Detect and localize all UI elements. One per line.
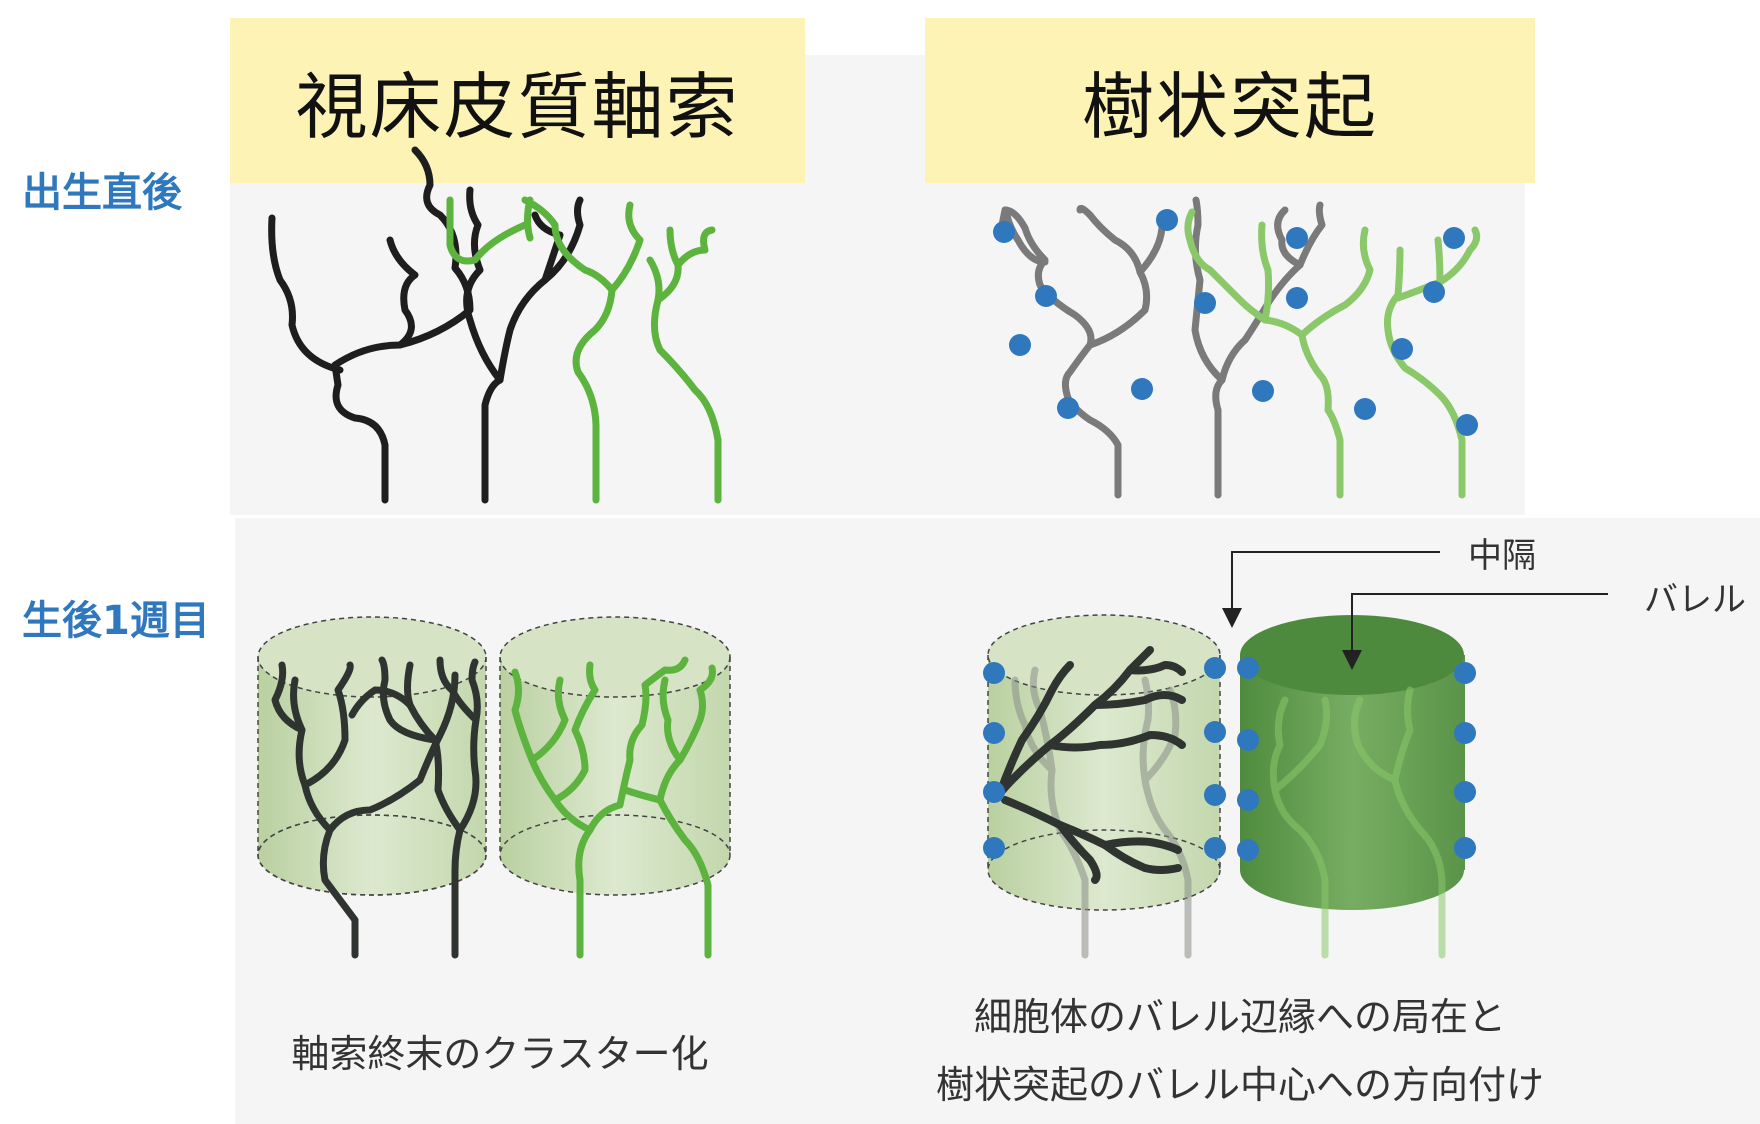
header-dendrite: 樹状突起: [925, 18, 1535, 183]
dendrite-oriented-1-branch-a: [1046, 731, 1186, 752]
dendrite-green-1-branch-b: [1258, 221, 1273, 324]
header-dendrite-text: 樹状突起: [1081, 65, 1378, 149]
soma-dot: [983, 662, 1005, 684]
soma-dot: [1423, 281, 1445, 303]
axon-green-cluster-2-branch: [621, 786, 664, 804]
barrel-left-2: [499, 616, 731, 896]
soma-dot: [1237, 839, 1259, 861]
callout-barrel: バレル: [1644, 580, 1746, 620]
soma-dot: [1237, 729, 1259, 751]
axon-dark-2: [481, 196, 584, 504]
dendrite-green-2-branch-b: [1436, 226, 1481, 286]
row-label-newborn: 出生直後: [22, 170, 182, 216]
soma-dot: [1131, 378, 1153, 400]
header-axon-text: 視床皮質軸索: [295, 65, 740, 149]
dendrite-faint-green-3: [1351, 696, 1399, 784]
dendrite-green-1-branch-a: [1298, 226, 1374, 339]
barrel-left-1: [257, 616, 487, 896]
axon-dark-cluster-2-branch-c: [436, 656, 480, 724]
dendrite-oriented-2-branch-a: [1056, 821, 1101, 884]
axon-green-cluster-1-branch-c: [528, 676, 569, 764]
soma-dot: [1354, 398, 1376, 420]
soma-dot: [1204, 784, 1226, 806]
caption-axon-week1: 軸索終末のクラスター化: [291, 1032, 709, 1076]
axon-dark-2-branch-a: [463, 186, 504, 384]
soma-dot: [1204, 837, 1226, 859]
dendrite-gray-1-branch-c: [1136, 224, 1166, 276]
caption-dendrite-line1: 細胞体のバレル辺縁への局在と: [973, 995, 1506, 1039]
axon-green-2-branch-a: [654, 226, 716, 304]
soma-dot: [1204, 657, 1226, 679]
axon-green-cluster-2-branch-b: [659, 676, 684, 764]
axon-dark-2-branch-b: [531, 211, 564, 284]
axon-green-1-branch-c: [608, 201, 644, 294]
dendrite-gray-2-branch-b: [1274, 206, 1304, 269]
axon-dark-1-branch-b: [396, 146, 474, 349]
dendrite-oriented-1-branch-b: [1091, 691, 1186, 709]
dendrite-faint-gray-3: [1141, 686, 1180, 784]
dendrite-gray-1-branch-b: [1076, 204, 1151, 349]
soma-dot: [1286, 227, 1308, 249]
dendrite-gray-1-branch-a: [1002, 206, 1049, 266]
dendrite-gray-1: [996, 206, 1122, 499]
dendrite-week1-dark-group: [996, 646, 1186, 884]
caption-dendrite-line2: 樹状突起のバレル中心への方向付け: [935, 1063, 1544, 1107]
axon-dark-cluster-2-branch-b: [378, 656, 439, 744]
axon-green-1-branch-b: [524, 196, 534, 242]
soma-dot: [1156, 209, 1178, 231]
soma-dot: [983, 781, 1005, 803]
caption-dendrite-week1: 細胞体のバレル辺縁への局在と 樹状突起のバレル中心への方向付け: [900, 983, 1580, 1119]
dendrite-oriented-1-branch-d: [1126, 661, 1186, 676]
soma-dot: [983, 837, 1005, 859]
axon-dark-cluster-1-branch-b: [301, 661, 354, 789]
soma-dot: [1456, 414, 1478, 436]
soma-dot: [1454, 781, 1476, 803]
soma-dot: [1286, 287, 1308, 309]
soma-dot: [1252, 380, 1274, 402]
soma-dot: [1237, 789, 1259, 811]
axon-green-1-branch-a: [446, 196, 529, 265]
axon-newborn-group: [268, 146, 722, 504]
dendrite-oriented-2-branch-b: [1101, 837, 1182, 854]
soma-dot: [1391, 338, 1413, 360]
soma-dot: [1057, 397, 1079, 419]
barrel-arrow: [1342, 593, 1608, 670]
soma-dot: [993, 221, 1015, 243]
callout-arrows: [1222, 551, 1608, 670]
axon-dark-cluster-1: [319, 671, 459, 959]
soma-dot: [1443, 227, 1465, 249]
soma-dot: [1454, 722, 1476, 744]
soma-dot: [1194, 292, 1216, 314]
axon-dark-cluster-1-branch-c: [271, 661, 306, 734]
soma-newborn-group: [993, 209, 1478, 436]
dendrite-faint-green-4: [1271, 696, 1331, 794]
septum-arrow: [1222, 551, 1440, 628]
soma-dot: [1454, 662, 1476, 684]
soma-dot: [1237, 657, 1259, 679]
dendrite-gray-2-branch-a: [1191, 196, 1226, 384]
soma-dot: [1035, 285, 1057, 307]
dendrite-oriented-1-branch-c: [996, 661, 1074, 797]
soma-dot: [1009, 334, 1031, 356]
axon-dark-1-branch-a: [268, 214, 344, 374]
axon-week1-green-group: [511, 656, 716, 959]
axon-dark-cluster-1-branch: [290, 676, 334, 834]
axon-green-1: [521, 196, 616, 504]
soma-dot: [1454, 837, 1476, 859]
axon-green-cluster-1-branch-b: [551, 661, 599, 804]
soma-dot: [983, 722, 1005, 744]
soma-dot: [1204, 721, 1226, 743]
header-axon: 視床皮質軸索: [230, 18, 805, 183]
soma-week1-group: [983, 657, 1476, 861]
axon-green-2: [646, 256, 722, 504]
axon-dark-cluster-2-branch-d: [348, 686, 414, 719]
row-label-week1: 生後1週目: [22, 598, 210, 644]
axon-dark-1: [331, 236, 419, 504]
axon-green-2-branch-b: [666, 226, 682, 269]
barrel-right-light: [987, 614, 1221, 911]
callout-septum: 中隔: [1468, 536, 1536, 576]
axon-week1-dark-group: [271, 656, 481, 959]
